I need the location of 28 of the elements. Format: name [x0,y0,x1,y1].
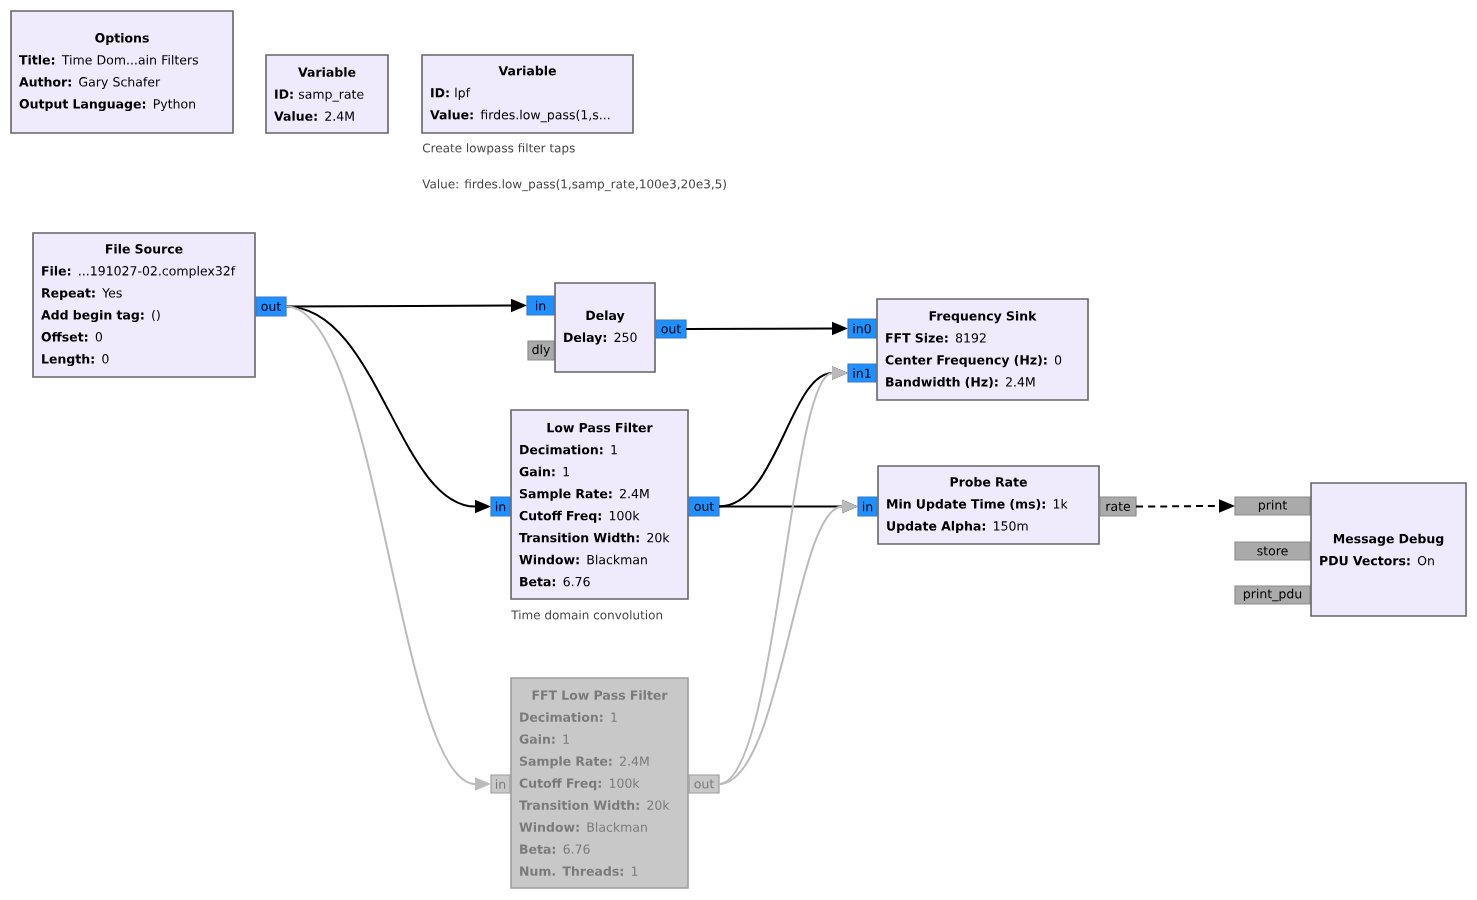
port-box: out [688,774,720,794]
block-box: Delay Delay: 250 [554,282,656,373]
block-box: File Source File: ...191027-02.complex32f Repeat: Yes Add begin tag: () Offset: 0 Length: 0 [32,232,256,378]
note-text: Create lowpass filter taps [422,143,575,155]
port-box: dly [527,340,555,361]
block-box: Probe Rate Min Update Time (ms): 1k Update Alpha: 150m [877,465,1100,545]
port-box: in1 [847,363,877,383]
note-text: Value: firdes.low_pass(1,samp_rate,100e3,20e3,5) [422,179,726,192]
block-box: Options Title: Time Dom...ain Filters Author: Gary Schafer Output Language: Python [10,10,234,134]
block-box: Variable ID: lpf Value: firdes.low_pass(1,s... [421,54,634,134]
port-box: print_pdu [1234,585,1311,605]
block-box: Frequency Sink FFT Size: 8192 Center Frequency (Hz): 0 Bandwidth (Hz): 2.4M [876,298,1089,401]
port-box: in [490,496,511,517]
port-box: print [1234,496,1311,516]
port-box: out [688,496,720,517]
block-box: Message Debug PDU Vectors: On [1310,482,1467,617]
port-box: store [1234,541,1311,561]
note-text: Time domain convolution [511,610,663,620]
port-box: out [655,319,687,339]
port-box: in [526,295,555,316]
port-box: in0 [847,318,877,339]
port-box: out [255,296,287,317]
block-box: Variable ID: samp_rate Value: 2.4M [265,54,389,134]
block-box: Low Pass Filter Decimation: 1 Gain: 1 Sample Rate: 2.4M Cutoff Freq: 100k Transition Width: 20k Window: Blackman Beta: 6.76 [510,409,689,600]
disabled-block: FFT Low Pass Filter Decimation: 1 Gain: 1 Sample Rate: 2.4M Cutoff Freq: 100k Transition Width: 20k Window: Blackman Beta: 6.76 Num. Threads: 1 [510,677,689,889]
port-box: rate [1099,496,1137,517]
port-box: in [490,774,511,794]
port-box: in [857,496,878,517]
